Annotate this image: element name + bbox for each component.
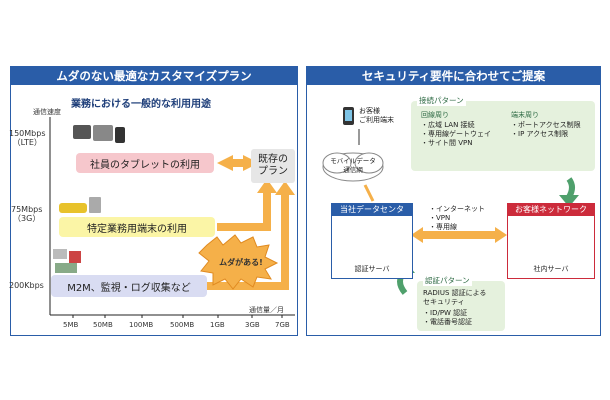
x-tick-7gb: 7GB xyxy=(275,321,290,329)
axes-and-arrows xyxy=(49,117,295,318)
usage-subtitle: 業務における一般的な利用用途 xyxy=(71,99,211,110)
sensor-icon xyxy=(55,263,77,273)
link-type: VPN xyxy=(429,214,485,223)
line-title: 回線周り xyxy=(421,111,449,119)
connection-pattern-title: 接続パターン xyxy=(417,95,466,106)
auth-item: 電話番号認証 xyxy=(423,318,472,327)
x-tick-500mb: 500MB xyxy=(170,321,195,329)
internal-server-label: 社内サーバ xyxy=(533,265,569,273)
line-item: 広域 LAN 接続 xyxy=(421,121,491,130)
customer-device-label: お客様 ご利用端末 xyxy=(359,107,394,124)
y-tick-75mbps: 75Mbps （3G） xyxy=(11,205,43,223)
taxi-icon xyxy=(59,203,87,213)
custom-plan-panel: ムダのない最適なカスタマイズプラン 業務における一般的な利用用途 通信速度 15… xyxy=(9,66,298,336)
cloud-icon xyxy=(322,152,384,182)
customer-network-box: お客様ネットワーク 社内サーバ xyxy=(507,203,595,279)
vending-machine-icon xyxy=(69,251,81,263)
datacenter-title: 当社データセンタ xyxy=(332,204,412,216)
terminal-device-icon xyxy=(89,197,101,213)
machine-icon xyxy=(53,249,67,259)
bent-arrow-low xyxy=(207,181,295,290)
datacenter-box: 当社データセンタ 認証サーバ xyxy=(331,203,413,279)
double-arrow-icon xyxy=(217,155,259,171)
existing-plan-box: 既存の プラン xyxy=(251,149,295,183)
auth-pattern-box: 認証パターン RADIUS 認証による セキュリティ ID/PW 認証 電話番号… xyxy=(417,275,505,331)
x-tick-100mb: 100MB xyxy=(129,321,154,329)
phone-device-icon xyxy=(115,127,125,143)
connection-pattern-box: 接続パターン 回線周り 広域 LAN 接続 専用線ゲートウェイ サイト間 VPN… xyxy=(411,95,595,171)
terminal-item: ポートアクセス制限 xyxy=(511,121,581,130)
laptop-device-icon xyxy=(93,125,113,141)
customer-network-title: お客様ネットワーク xyxy=(508,204,594,216)
auth-server-label: 認証サーバ xyxy=(354,265,390,273)
x-tick-1gb: 1GB xyxy=(210,321,225,329)
terminal-item: IP アクセス制限 xyxy=(511,130,581,139)
x-tick-3gb: 3GB xyxy=(245,321,260,329)
usage-m2m: M2M、監視・ログ収集など xyxy=(51,275,207,297)
x-tick-50mb: 50MB xyxy=(93,321,113,329)
auth-pattern-intro: RADIUS 認証による セキュリティ xyxy=(423,289,487,306)
x-axis-label: 通信量／月 xyxy=(249,306,284,314)
line-items: 広域 LAN 接続 専用線ゲートウェイ サイト間 VPN xyxy=(421,121,491,148)
tablet-device-icon xyxy=(73,125,91,139)
y-axis-label: 通信速度 xyxy=(33,108,61,116)
auth-item: ID/PW 認証 xyxy=(423,309,472,318)
terminal-title: 端末周り xyxy=(511,111,539,119)
security-panel: セキュリティ要件に合わせてご提案 お客様 ご利用端末 モバイルデータ 通信網 接… xyxy=(306,66,601,336)
link-types: インターネット VPN 専用線 xyxy=(429,205,485,232)
link-type: インターネット xyxy=(429,205,485,214)
custom-plan-title: ムダのない最適なカスタマイズプラン xyxy=(11,67,297,85)
line-item: 専用線ゲートウェイ xyxy=(421,130,491,139)
x-tick-5mb: 5MB xyxy=(63,321,79,329)
auth-pattern-title: 認証パターン xyxy=(423,275,472,286)
bent-arrow-mid xyxy=(217,179,277,231)
mobile-network-label: モバイルデータ 通信網 xyxy=(330,157,376,174)
link-type: 専用線 xyxy=(429,223,485,232)
security-title: セキュリティ要件に合わせてご提案 xyxy=(307,67,600,85)
waste-burst-shape xyxy=(198,234,279,290)
y-tick-150mbps: 150Mbps （LTE） xyxy=(9,129,46,147)
terminal-items: ポートアクセス制限 IP アクセス制限 xyxy=(511,121,581,139)
usage-tablet: 社員のタブレットの利用 xyxy=(76,153,214,173)
auth-items: ID/PW 認証 電話番号認証 xyxy=(423,309,472,327)
green-arrow-top xyxy=(566,177,575,199)
usage-dedicated-terminal: 特定業務用端末の利用 xyxy=(59,217,215,237)
waste-burst-label: ムダがある! xyxy=(219,258,263,267)
y-tick-200kbps: 200Kbps xyxy=(9,281,44,290)
line-item: サイト間 VPN xyxy=(421,139,491,148)
